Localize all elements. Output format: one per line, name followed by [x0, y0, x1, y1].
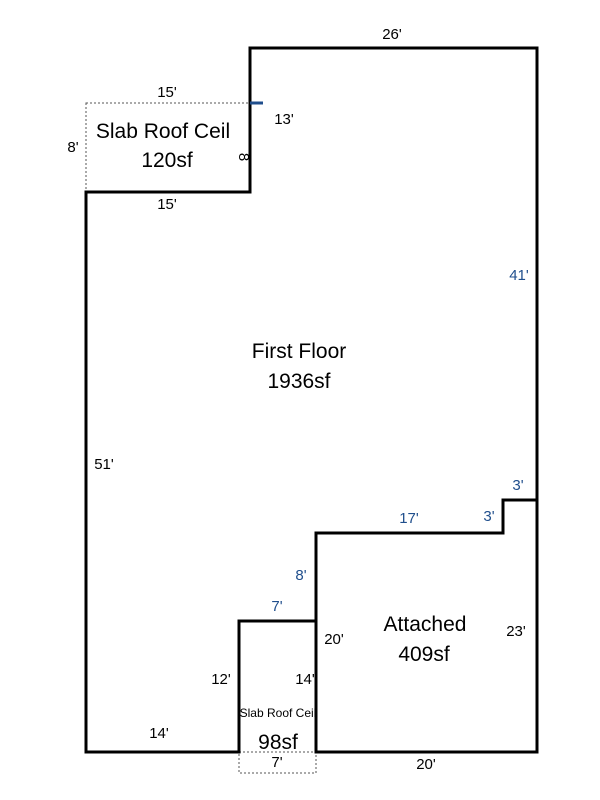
dim-inner-vertical-upper: 8' [295, 567, 306, 584]
attached-size: 409sf [398, 643, 450, 666]
dim-attached-left: 20' [324, 631, 344, 648]
dim-slab-top-left: 8' [67, 139, 78, 156]
dim-bottom-right: 20' [416, 756, 436, 773]
dim-bump-top: 7' [271, 598, 282, 615]
dim-bump-left: 12' [211, 671, 231, 688]
dim-slab-bottom-width: 7' [271, 754, 282, 771]
dim-notch-left: 13' [274, 111, 294, 128]
dim-bump-right: 14' [295, 671, 315, 688]
dim-slab-top-top: 15' [157, 84, 177, 101]
first-floor-name: First Floor [252, 340, 347, 363]
slab-top-size: 120sf [141, 149, 193, 172]
dim-right-step-top: 3' [512, 477, 523, 494]
dim-left: 51' [94, 456, 114, 473]
dim-bottom-left: 14' [149, 725, 169, 742]
slab-bottom-name: Slab Roof Ceil [240, 706, 317, 720]
dim-top: 26' [382, 26, 402, 43]
slab-top-name: Slab Roof Ceil [96, 120, 230, 143]
slab-roof-top-outline [85, 102, 251, 193]
dim-slab-top-right: 8 [235, 153, 252, 161]
first-floor-outline [84, 46, 539, 754]
dim-slab-top-bottom: 15' [157, 196, 177, 213]
dim-step-vertical: 3' [483, 508, 494, 525]
dim-right-main: 41' [509, 267, 529, 284]
slab-bottom-size: 98sf [258, 731, 298, 754]
dim-attached-top: 17' [399, 510, 419, 527]
attached-name: Attached [384, 613, 467, 636]
attached-partition [314, 498, 539, 623]
first-floor-size: 1936sf [267, 370, 330, 393]
slab-roof-bottom-outline [238, 751, 317, 774]
dim-attached-right: 23' [506, 623, 526, 640]
